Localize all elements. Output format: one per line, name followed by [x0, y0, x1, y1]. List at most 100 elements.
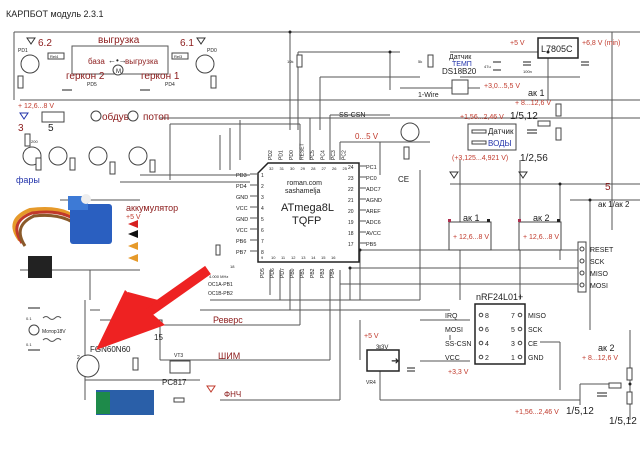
- mcu-pin-label: PD1: [279, 150, 285, 160]
- mcu-pin-label: PD6: [270, 268, 276, 278]
- ds18b20-icon: [451, 79, 469, 95]
- mcu-pin-label: PD5: [260, 268, 266, 278]
- diode-1-icon: [449, 171, 459, 179]
- mcu-pin-number: 14: [311, 255, 316, 260]
- divider2-range: (+3,125...4,921 V): [452, 155, 508, 162]
- led-right-icon: [196, 37, 206, 45]
- svg-text:PD0: PD0: [207, 48, 217, 54]
- junctions: [288, 30, 632, 386]
- mcu-pin-label: AREF: [366, 209, 381, 215]
- mcu-pin-number: 16: [331, 255, 336, 260]
- lpf-diode-icon: [206, 385, 216, 393]
- mcu-pin-number: 13: [301, 255, 306, 260]
- transistor-right-icon: [195, 54, 215, 74]
- svg-text:0.1: 0.1: [26, 342, 32, 347]
- lpf-label: ФНЧ: [224, 390, 241, 399]
- svg-text:+ 12,6...8 V: + 12,6...8 V: [18, 103, 54, 110]
- crystal-icon: [215, 244, 221, 256]
- nrf-pin-number: 4: [485, 341, 489, 348]
- reed-right-label: геркон 1: [141, 71, 180, 82]
- flood-label: потоп: [143, 112, 169, 123]
- nrf-pin-label: GND: [528, 355, 544, 362]
- isp-pin-icon: [579, 270, 585, 276]
- mcu-pin-label: PD0: [289, 150, 295, 160]
- svg-text:0.1: 0.1: [26, 316, 32, 321]
- fan-motor-icon: [90, 110, 102, 122]
- svg-text:ATmega8L: ATmega8L: [281, 202, 334, 214]
- mcu-pin-number: 31: [280, 166, 285, 171]
- isp-pin-label: RESET: [590, 247, 614, 254]
- mcu-pin-number: 1: [261, 173, 264, 179]
- unload-title: выгрузка: [98, 35, 140, 46]
- unload-block: выгрузка база ←•→ выгрузка M Rel4 Rel3 6…: [17, 35, 434, 91]
- water-sensor: Датчик ВОДЫ: [400, 122, 517, 160]
- mcu-pin-number: 17: [348, 242, 354, 248]
- isp-pin-icon: [579, 246, 585, 252]
- svg-text:2: 2: [77, 355, 80, 361]
- svg-text:18: 18: [230, 264, 235, 269]
- headlights-label: фары: [16, 175, 40, 185]
- svg-text:15: 15: [154, 333, 163, 342]
- mcu-pin-label: VCC: [236, 228, 248, 234]
- mcu-pin-number: 3: [261, 195, 264, 201]
- svg-text:M: M: [116, 69, 121, 75]
- svg-text:+ 8...12,6 V: + 8...12,6 V: [515, 100, 551, 107]
- plus5v-label: +5 V: [510, 40, 525, 47]
- servo-5v-label: +5 V: [126, 214, 141, 221]
- svg-text:+5 V: +5 V: [364, 333, 379, 340]
- servo-pin-orange-icon: [128, 242, 138, 250]
- mcu-pin-number: 11: [281, 255, 286, 260]
- oc1b-label: OC1B-PB2: [208, 291, 233, 297]
- motor-label: Мотор18V: [42, 329, 66, 335]
- nrf-pin-label: IRQ: [445, 313, 458, 320]
- nrf-pin-number: 6: [485, 327, 489, 334]
- svg-text:sashamelja: sashamelja: [285, 188, 321, 195]
- mcu-pin-label: ADC6: [366, 220, 381, 226]
- svg-text:PD5: PD5: [87, 82, 97, 88]
- isp-pin-icon: [579, 258, 585, 264]
- motor-icon: [28, 324, 40, 336]
- divider2-ratio: 1/2,56: [520, 153, 548, 164]
- svg-text:Датчик: Датчик: [488, 127, 514, 136]
- isp-pin-label: MOSI: [590, 283, 608, 290]
- svg-text:4.000 MHz: 4.000 MHz: [209, 274, 228, 279]
- mcu-pin-number: 4: [261, 206, 264, 212]
- mcu-pin-label: PD3: [236, 173, 247, 179]
- nrf-pin-number: 5: [511, 327, 515, 334]
- mcu-pin-label: PC4: [321, 150, 327, 160]
- svg-text:VR4: VR4: [366, 380, 376, 386]
- base-label: база: [88, 57, 105, 66]
- svg-text:200: 200: [31, 139, 38, 144]
- relay-5-icon: [41, 111, 65, 123]
- unload-label: выгрузка: [125, 57, 159, 66]
- battery2-divider: ак 2 + 8...12,6 V +1,56...2,46 V 1/5,12 …: [515, 343, 637, 427]
- battery1-icon: [448, 221, 492, 251]
- battery2-icon: [518, 221, 562, 251]
- servo-battery-label: аккумулятор: [126, 203, 178, 213]
- mcu-pin-number: 18: [348, 231, 354, 237]
- svg-text:DS18B20: DS18B20: [442, 67, 477, 76]
- battery-switch-label: ак 1/ак 2: [598, 200, 630, 209]
- red-arrow-annotation: [96, 265, 211, 350]
- svg-text:ак 1: ак 1: [528, 88, 544, 98]
- mcu-pin-label: GND: [236, 195, 248, 201]
- servo-pin-red-icon: [128, 220, 138, 228]
- regulator33-icon: [366, 349, 400, 372]
- svg-text:ак 2: ак 2: [533, 213, 549, 223]
- svg-text:TQFP: TQFP: [292, 215, 321, 227]
- optocoupler-icon: [169, 360, 191, 374]
- nrf-pin-number: 1: [511, 355, 515, 362]
- mcu-pin-label: PB2: [310, 268, 316, 278]
- svg-text:Rel4: Rel4: [50, 54, 59, 59]
- mcu-pin-label: PB4: [330, 268, 336, 278]
- svg-text:Датчик: Датчик: [449, 54, 472, 61]
- svg-text:100n: 100n: [523, 69, 532, 74]
- igbt-icon: [76, 354, 100, 378]
- mcu-pin-label: AVCC: [366, 231, 381, 237]
